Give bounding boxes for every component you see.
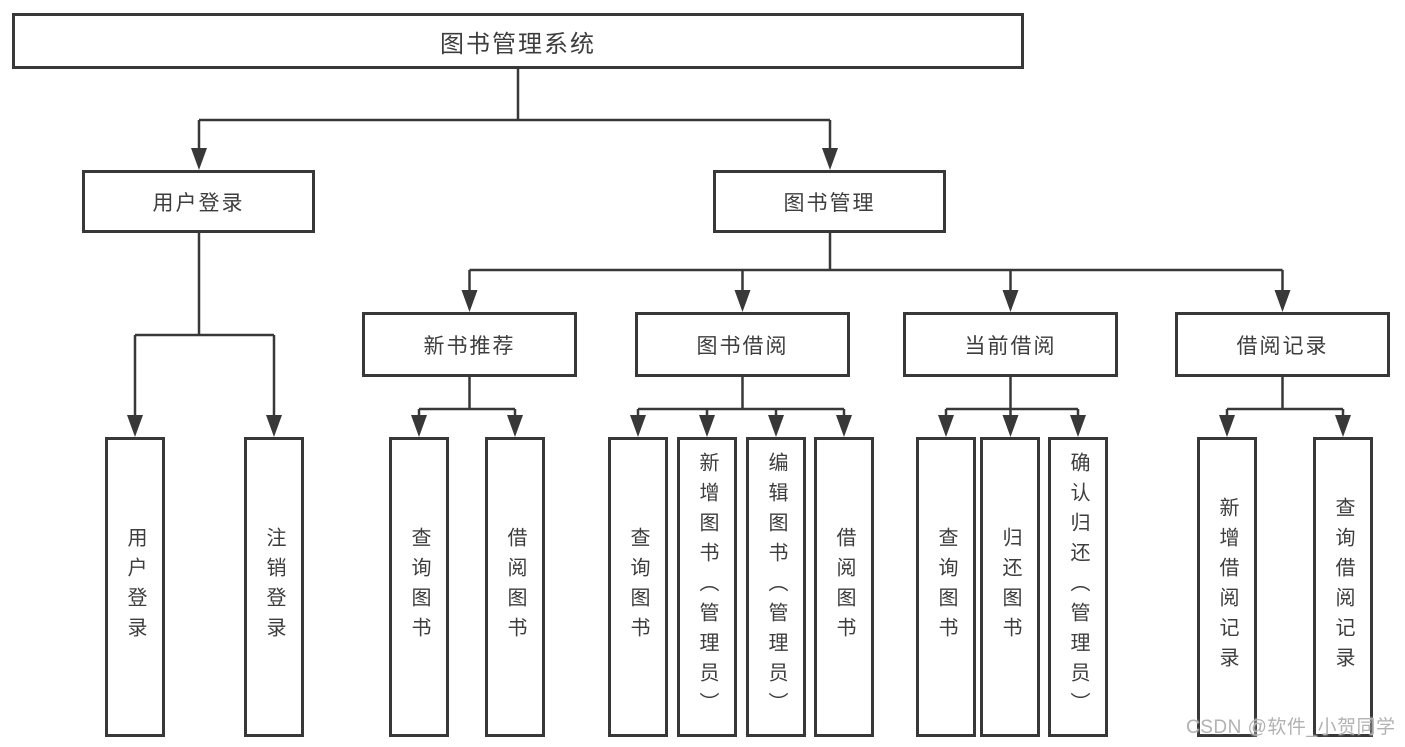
node-borrow-records: 借阅记录 bbox=[1175, 312, 1390, 377]
leaf-recommend-query-books: 查询图书 bbox=[389, 437, 449, 737]
leaf-current-query-books: 查询图书 bbox=[916, 437, 976, 737]
node-user-login: 用户登录 bbox=[82, 170, 315, 233]
arrowhead-book-management bbox=[822, 148, 838, 170]
node-current-borrow: 当前借阅 bbox=[903, 312, 1118, 377]
connector-root-to-level2 bbox=[191, 69, 838, 170]
leaf-borrow-add-books-admin: 新增图书（管理员） bbox=[677, 437, 737, 737]
leaf-borrow-borrow-books: 借阅图书 bbox=[814, 437, 874, 737]
arrowhead-new-book-recommend bbox=[461, 290, 478, 312]
connector-book-management-to-children bbox=[461, 233, 1291, 312]
node-library-management-system: 图书管理系统 bbox=[12, 13, 1024, 69]
node-book-borrow: 图书借阅 bbox=[635, 312, 850, 377]
connector-new-book-recommend-to-children bbox=[411, 377, 523, 437]
csdn-watermark: CSDN @软件_小贺同学 bbox=[1186, 717, 1396, 738]
leaf-recommend-borrow-books: 借阅图书 bbox=[485, 437, 545, 737]
leaf-current-confirm-return-admin: 确认归还（管理员） bbox=[1048, 437, 1108, 737]
leaf-logout-login: 注销登录 bbox=[244, 437, 304, 737]
leaf-borrow-query-books: 查询图书 bbox=[608, 437, 668, 737]
leaf-records-add-borrow-record: 新增借阅记录 bbox=[1197, 437, 1257, 737]
connector-borrow-records-to-children bbox=[1219, 377, 1351, 437]
connector-current-borrow-to-children bbox=[938, 377, 1086, 437]
leaf-borrow-edit-books-admin: 编辑图书（管理员） bbox=[746, 437, 806, 737]
leaf-user-login: 用户登录 bbox=[105, 437, 165, 737]
arrowhead-leaf-user-login bbox=[127, 415, 143, 437]
leaf-records-query-borrow-record: 查询借阅记录 bbox=[1313, 437, 1373, 737]
node-book-management: 图书管理 bbox=[713, 170, 946, 233]
arrowhead-book-borrow bbox=[734, 290, 751, 312]
node-new-book-recommend: 新书推荐 bbox=[362, 312, 577, 377]
arrowhead-current-borrow bbox=[1002, 290, 1019, 312]
leaf-current-return-books: 归还图书 bbox=[980, 437, 1040, 737]
connector-book-borrow-to-children bbox=[630, 377, 852, 437]
arrowhead-leaf-logout bbox=[266, 415, 282, 437]
arrowhead-user-login bbox=[191, 148, 207, 170]
arrowhead-borrow-records bbox=[1274, 290, 1291, 312]
connector-user-login-to-children bbox=[127, 233, 282, 437]
